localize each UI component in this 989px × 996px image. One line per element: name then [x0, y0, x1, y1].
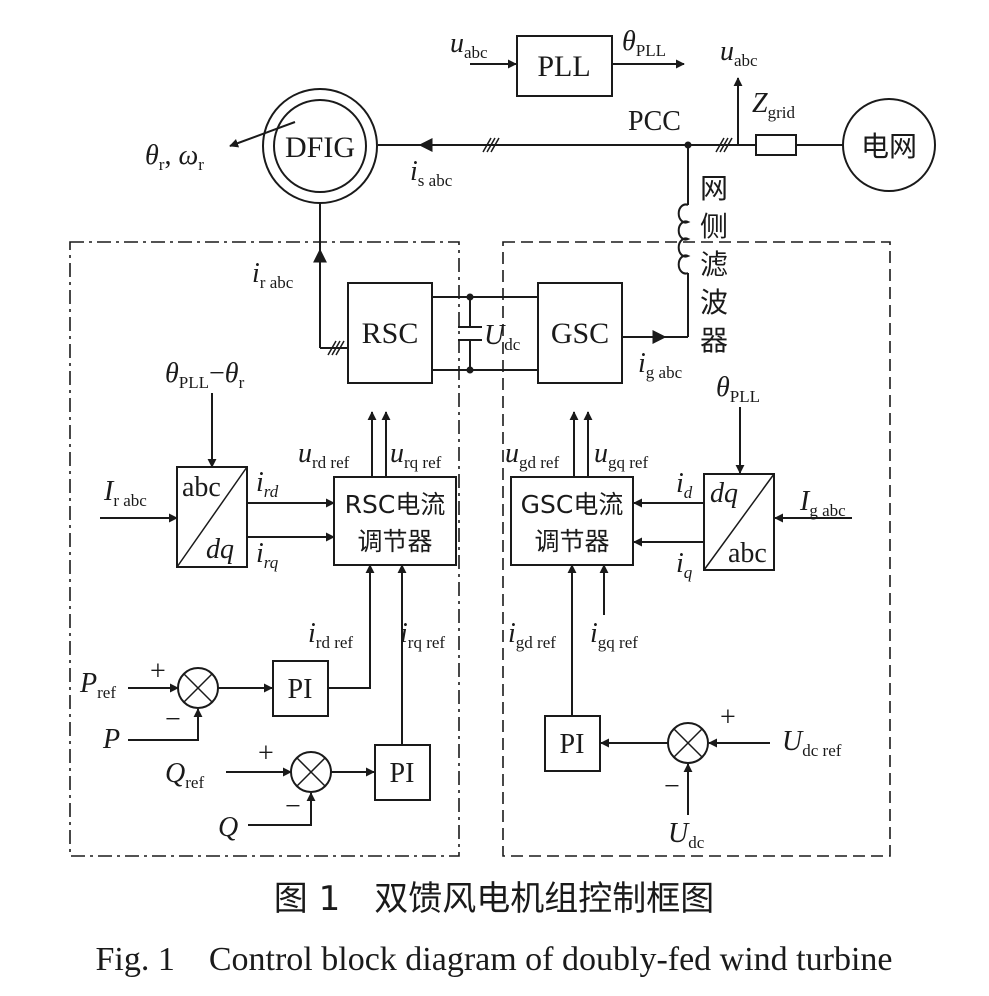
i-rd-ref-line — [328, 564, 375, 689]
gsc-current-label: ig abc — [638, 348, 683, 382]
gsc-transform-diagonal — [703, 473, 775, 571]
pll-label: PLL — [537, 50, 590, 83]
theta-diff-label: θPLL−θr — [165, 358, 245, 392]
grid-current-meas-label: Ig abc — [799, 486, 846, 520]
theta-pll-gsc-label: θPLL — [716, 372, 760, 406]
p-sum-plus: + — [150, 656, 166, 687]
gsc-block — [537, 282, 623, 384]
pll-block — [516, 35, 613, 97]
gsc-transform-abc: abc — [728, 538, 767, 569]
grid-3phase-ticks — [715, 137, 733, 153]
p-label: P — [102, 724, 120, 755]
caption-chinese: 图 1 双馈风电机组控制框图 — [274, 879, 714, 919]
i-gd-ref-label: igd ref — [508, 618, 556, 652]
gsc-control-region — [502, 241, 891, 857]
rsc-label: RSC — [362, 317, 419, 350]
grid-impedance-label: Zgrid — [752, 88, 795, 122]
dfig-label: DFIG — [285, 131, 355, 164]
grid-impedance — [755, 134, 797, 156]
stator-current-label: is abc — [410, 156, 453, 190]
i-rd-ref-label: ird ref — [308, 618, 353, 652]
svg-text:波: 波 — [700, 287, 728, 319]
rotor-current-label: ir abc — [252, 258, 294, 292]
i-d-label: id — [676, 468, 693, 502]
q-pi-label: PI — [390, 758, 415, 789]
p-ref-label: Pref — [79, 668, 116, 702]
u-gd-ref-label: ugd ref — [505, 438, 559, 472]
i-rq-label: irq — [256, 538, 279, 572]
q-sum-plus: + — [258, 738, 274, 769]
q-sum-minus: − — [285, 791, 301, 822]
udc-sum-plus: + — [720, 702, 736, 733]
pll-output-label: θPLL — [622, 26, 666, 60]
rsc-transform-dq: dq — [206, 534, 234, 565]
svg-text:网: 网 — [700, 174, 728, 205]
udc-pi-label: PI — [560, 729, 585, 760]
gsc-current-regulator — [510, 476, 634, 566]
u-rd-ref-label: urd ref — [298, 438, 350, 472]
i-rq-ref-label: irq ref — [400, 618, 445, 652]
dc-voltage-label: Udc — [484, 320, 521, 354]
u-gq-ref-label: ugq ref — [594, 438, 648, 472]
caption-english: Fig. 1 Control block diagram of doubly-f… — [96, 941, 893, 978]
rotor-3phase-ticks — [327, 340, 345, 356]
i-gq-ref-label: igq ref — [590, 618, 638, 652]
rsc-control-region — [69, 241, 460, 857]
pll-input-label: uabc — [450, 28, 488, 62]
svg-text:滤: 滤 — [700, 249, 728, 281]
gsc-regulator-line2: 调节器 — [534, 527, 609, 556]
rsc-regulator-line1: RSC电流 — [345, 490, 446, 519]
u-rq-ref-label: urq ref — [390, 438, 442, 472]
rotor-angle-arrow — [229, 121, 296, 148]
grid-source — [842, 98, 936, 192]
dfig-inner-ring — [273, 99, 367, 193]
svg-text:侧: 侧 — [700, 211, 728, 243]
svg-text:器: 器 — [700, 326, 728, 357]
q-label: Q — [218, 812, 238, 843]
udc-pi-block — [544, 715, 601, 772]
p-pi-label: PI — [288, 674, 313, 705]
rotor-current-meas-label: Ir abc — [103, 476, 147, 510]
rsc-regulator-line2: 调节器 — [357, 527, 432, 556]
rsc-current-regulator — [333, 476, 457, 566]
udc-ref-label: Udc ref — [782, 726, 842, 760]
filter-inductor — [677, 203, 691, 275]
u-abc-measure-label: uabc — [720, 36, 758, 70]
pcc-label: PCC — [628, 106, 681, 137]
grid-label: 电网 — [861, 130, 917, 163]
gsc-label: GSC — [551, 317, 609, 350]
i-q-label: iq — [676, 548, 693, 582]
filter-label: 网 侧 滤 波 器 — [700, 174, 728, 357]
q-feedback-line — [248, 792, 316, 826]
p-sum-minus: − — [165, 704, 181, 735]
q-ref-label: Qref — [165, 758, 204, 792]
rsc-transform-diagonal — [176, 466, 248, 568]
rsc-transform-abc: abc — [182, 472, 221, 503]
gsc-transform-dq: dq — [710, 478, 738, 509]
p-pi-block — [272, 660, 329, 717]
udc-sum-minus: − — [664, 771, 680, 802]
stator-3phase-ticks — [482, 137, 500, 153]
rsc-block — [347, 282, 433, 384]
i-rd-label: ird — [256, 467, 279, 501]
p-feedback-line — [128, 708, 203, 741]
rotor-angle-speed-label: θr, ωr — [145, 140, 204, 174]
gsc-regulator-line1: GSC电流 — [521, 490, 624, 519]
udc-label: Udc — [668, 818, 705, 852]
